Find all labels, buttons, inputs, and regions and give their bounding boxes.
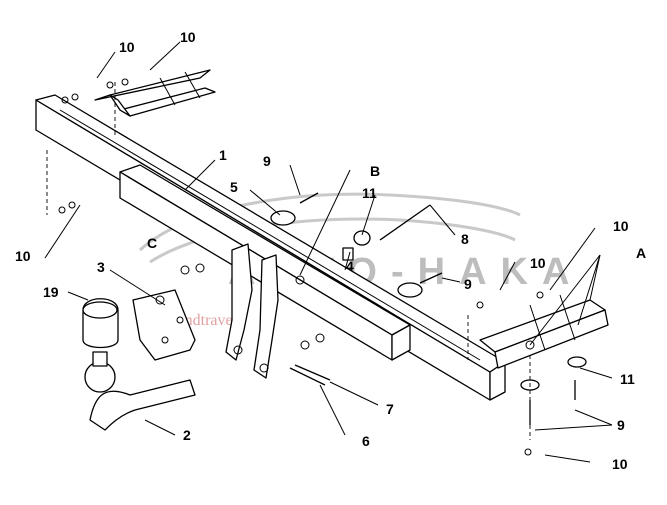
callout-7: 7: [386, 401, 394, 417]
leader-lines: [44, 41, 613, 463]
callout-6: 6: [362, 433, 370, 449]
central-tube: [119, 164, 411, 361]
callout-2: 2: [183, 427, 191, 443]
callout-1: 1: [219, 147, 227, 163]
callout-9-mid: 9: [464, 276, 472, 292]
right-side-bracket: [479, 294, 609, 369]
callout-9-upper: 9: [263, 153, 271, 169]
callout-11-right: 11: [620, 371, 635, 387]
callout-9-lower: 9: [617, 417, 625, 433]
alignment-lines: [46, 82, 531, 440]
callout-8: 8: [461, 231, 469, 247]
callout-3: 3: [97, 259, 105, 275]
callout-labels: 10 10 1 9 B 5 11 8 10 C 10 A 4 10 3 9 19…: [15, 29, 646, 472]
callout-C: C: [147, 235, 157, 251]
callout-B: B: [370, 163, 380, 179]
callout-A: A: [636, 245, 646, 261]
callout-5: 5: [230, 179, 238, 195]
callout-10-top-right: 10: [180, 29, 196, 45]
callout-19: 19: [43, 284, 59, 300]
socket-bracket: [132, 289, 196, 361]
ball-cover: [82, 298, 119, 349]
tow-ball-neck: [84, 351, 196, 431]
callout-10-right-mid: 10: [530, 255, 546, 271]
callout-10-bottom: 10: [612, 456, 628, 472]
tow-plate-left: [225, 243, 253, 361]
left-side-bracket: [94, 69, 216, 117]
callout-10-left: 10: [15, 248, 31, 264]
callout-10-top-left: 10: [119, 39, 135, 55]
callout-4: 4: [346, 258, 354, 274]
tow-plate-right: [253, 254, 279, 379]
callout-10-right-upper: 10: [613, 218, 629, 234]
callout-11-center: 11: [362, 185, 377, 201]
